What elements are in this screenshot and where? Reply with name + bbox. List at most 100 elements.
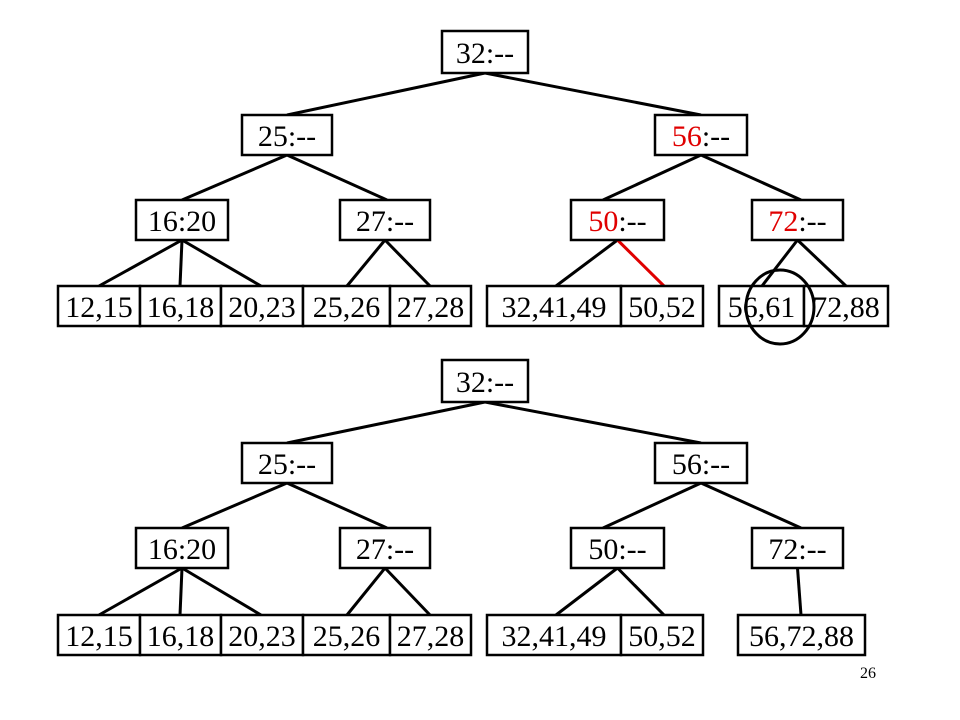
key-text: 16,18 <box>147 291 215 324</box>
key-text: :-- <box>702 448 730 481</box>
tree-edge <box>383 566 432 617</box>
leaf-node: 32,41,49 <box>485 613 623 657</box>
node-box <box>485 284 623 328</box>
node-key: 27,28 <box>397 291 465 324</box>
key-text: 25,26 <box>313 291 381 324</box>
tree-edge <box>602 481 702 530</box>
tree-edge <box>383 238 432 288</box>
leaf-node: 12,15 <box>56 284 142 328</box>
tree-edge <box>796 238 848 288</box>
tree-edge <box>796 567 803 616</box>
key-text: :-- <box>486 37 514 70</box>
key-text: 72 <box>768 533 798 566</box>
node-box <box>338 526 432 570</box>
tree-edge <box>760 239 799 287</box>
tree-edge <box>286 400 486 445</box>
key-text: :-- <box>288 120 316 153</box>
internal-node: 72:-- <box>750 198 845 242</box>
tree-edge <box>178 239 184 287</box>
node-key: 56,61 <box>728 291 796 324</box>
key-text: 25 <box>258 120 288 153</box>
leaf-node: 56,72,88 <box>736 613 867 657</box>
tree-edge <box>181 153 288 202</box>
node-box <box>440 29 530 75</box>
key-text: :20 <box>178 533 216 566</box>
node-key: 32:-- <box>456 37 514 70</box>
highlighted-key: 72 <box>768 205 798 238</box>
highlighted-edge <box>616 238 666 288</box>
key-text: 27 <box>356 205 386 238</box>
node-key: 27:-- <box>356 205 414 238</box>
leaf-node: 50,52 <box>619 284 705 328</box>
tree-edge <box>484 400 702 445</box>
key-text: :-- <box>386 205 414 238</box>
internal-node: 56:-- <box>653 441 749 485</box>
node-box <box>134 198 230 242</box>
key-text: :-- <box>618 205 646 238</box>
leaf-node: 72,88 <box>802 284 890 328</box>
node-box <box>56 284 142 328</box>
leaf-node: 25,26 <box>301 284 392 328</box>
key-text: :-- <box>386 533 414 566</box>
key-text: 27 <box>356 533 386 566</box>
internal-node: 16:20 <box>134 198 230 242</box>
key-text: 25,26 <box>313 620 381 653</box>
tree-edge <box>484 71 702 117</box>
node-box <box>619 284 705 328</box>
leaf-node: 12,15 <box>56 613 142 657</box>
node-box <box>240 441 334 485</box>
key-text: 16,18 <box>147 620 215 653</box>
node-key: 25:-- <box>258 448 316 481</box>
key-text: 27,28 <box>397 620 465 653</box>
tree-edge <box>616 566 666 617</box>
node-key: 32:-- <box>456 366 514 399</box>
tree-edge <box>345 239 387 287</box>
tree-edge <box>178 567 184 616</box>
tree-edge <box>700 481 802 530</box>
internal-node: 32:-- <box>440 358 530 404</box>
highlighted-key: 50 <box>588 205 618 238</box>
node-box <box>485 613 623 657</box>
node-key: 12,15 <box>65 291 133 324</box>
internal-node: 50:-- <box>569 198 666 242</box>
node-key: 25,26 <box>313 620 381 653</box>
tree-edge <box>555 566 619 617</box>
tree-edge <box>181 481 288 530</box>
tree-edge <box>286 481 388 530</box>
node-key: 16:20 <box>148 205 216 238</box>
internal-node: 16:20 <box>134 526 230 570</box>
key-text: 32 <box>456 366 486 399</box>
node-key: 56:-- <box>672 120 730 153</box>
key-text: 32,41,49 <box>502 291 607 324</box>
node-key: 27:-- <box>356 533 414 566</box>
node-box <box>388 284 473 328</box>
internal-node: 50:-- <box>569 526 666 570</box>
internal-node: 72:-- <box>750 526 845 570</box>
key-text: :-- <box>702 120 730 153</box>
node-box <box>653 113 749 157</box>
key-text: 27,28 <box>397 291 465 324</box>
key-text: :-- <box>618 533 646 566</box>
key-text: 32 <box>456 37 486 70</box>
node-key: 50:-- <box>588 205 646 238</box>
highlighted-key: 56 <box>672 120 702 153</box>
internal-node: 56:-- <box>653 113 749 157</box>
tree-edge <box>98 238 183 288</box>
node-key: 56:-- <box>672 448 730 481</box>
leaf-node: 27,28 <box>388 613 473 657</box>
leaf-node: 56,61 <box>717 284 806 328</box>
key-text: 32,41,49 <box>502 620 607 653</box>
key-text: 12,15 <box>65 291 133 324</box>
node-key: 20,23 <box>228 291 296 324</box>
tree-edge <box>286 153 388 202</box>
node-box <box>750 526 845 570</box>
node-box <box>750 198 845 242</box>
leaf-node: 20,23 <box>219 613 305 657</box>
node-box <box>440 358 530 404</box>
node-key: 16,18 <box>147 291 215 324</box>
leaf-node: 16,18 <box>138 284 223 328</box>
internal-node: 27:-- <box>338 526 432 570</box>
node-box <box>301 613 392 657</box>
